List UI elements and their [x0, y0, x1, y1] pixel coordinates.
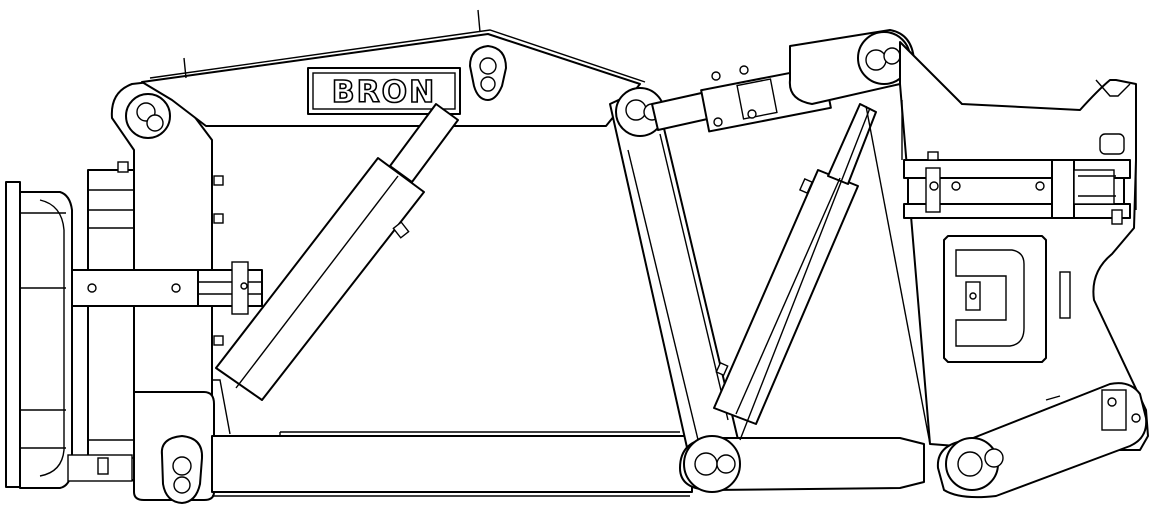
center-vertical-link	[609, 87, 741, 471]
center-frame-lines	[739, 105, 931, 445]
left-lower-diagonal	[212, 379, 231, 435]
lower-beam	[211, 431, 693, 497]
left-vertical-link	[110, 81, 224, 403]
top-right-pivot-arm	[788, 29, 915, 105]
right-diagonal-cylinder	[713, 103, 877, 425]
left-hub-assembly	[67, 161, 135, 482]
brand-logo-text: BRON	[332, 75, 437, 110]
right-lower-arm	[936, 382, 1148, 499]
left-diagonal-cylinder	[215, 103, 459, 401]
right-frame-slot	[943, 235, 1071, 363]
center-lower-pivot	[679, 435, 925, 493]
left-horizontal-cylinder	[71, 261, 263, 315]
right-bracket-assembly	[903, 133, 1131, 225]
left-mounting-plate	[5, 181, 73, 489]
left-lower-block	[133, 391, 215, 504]
